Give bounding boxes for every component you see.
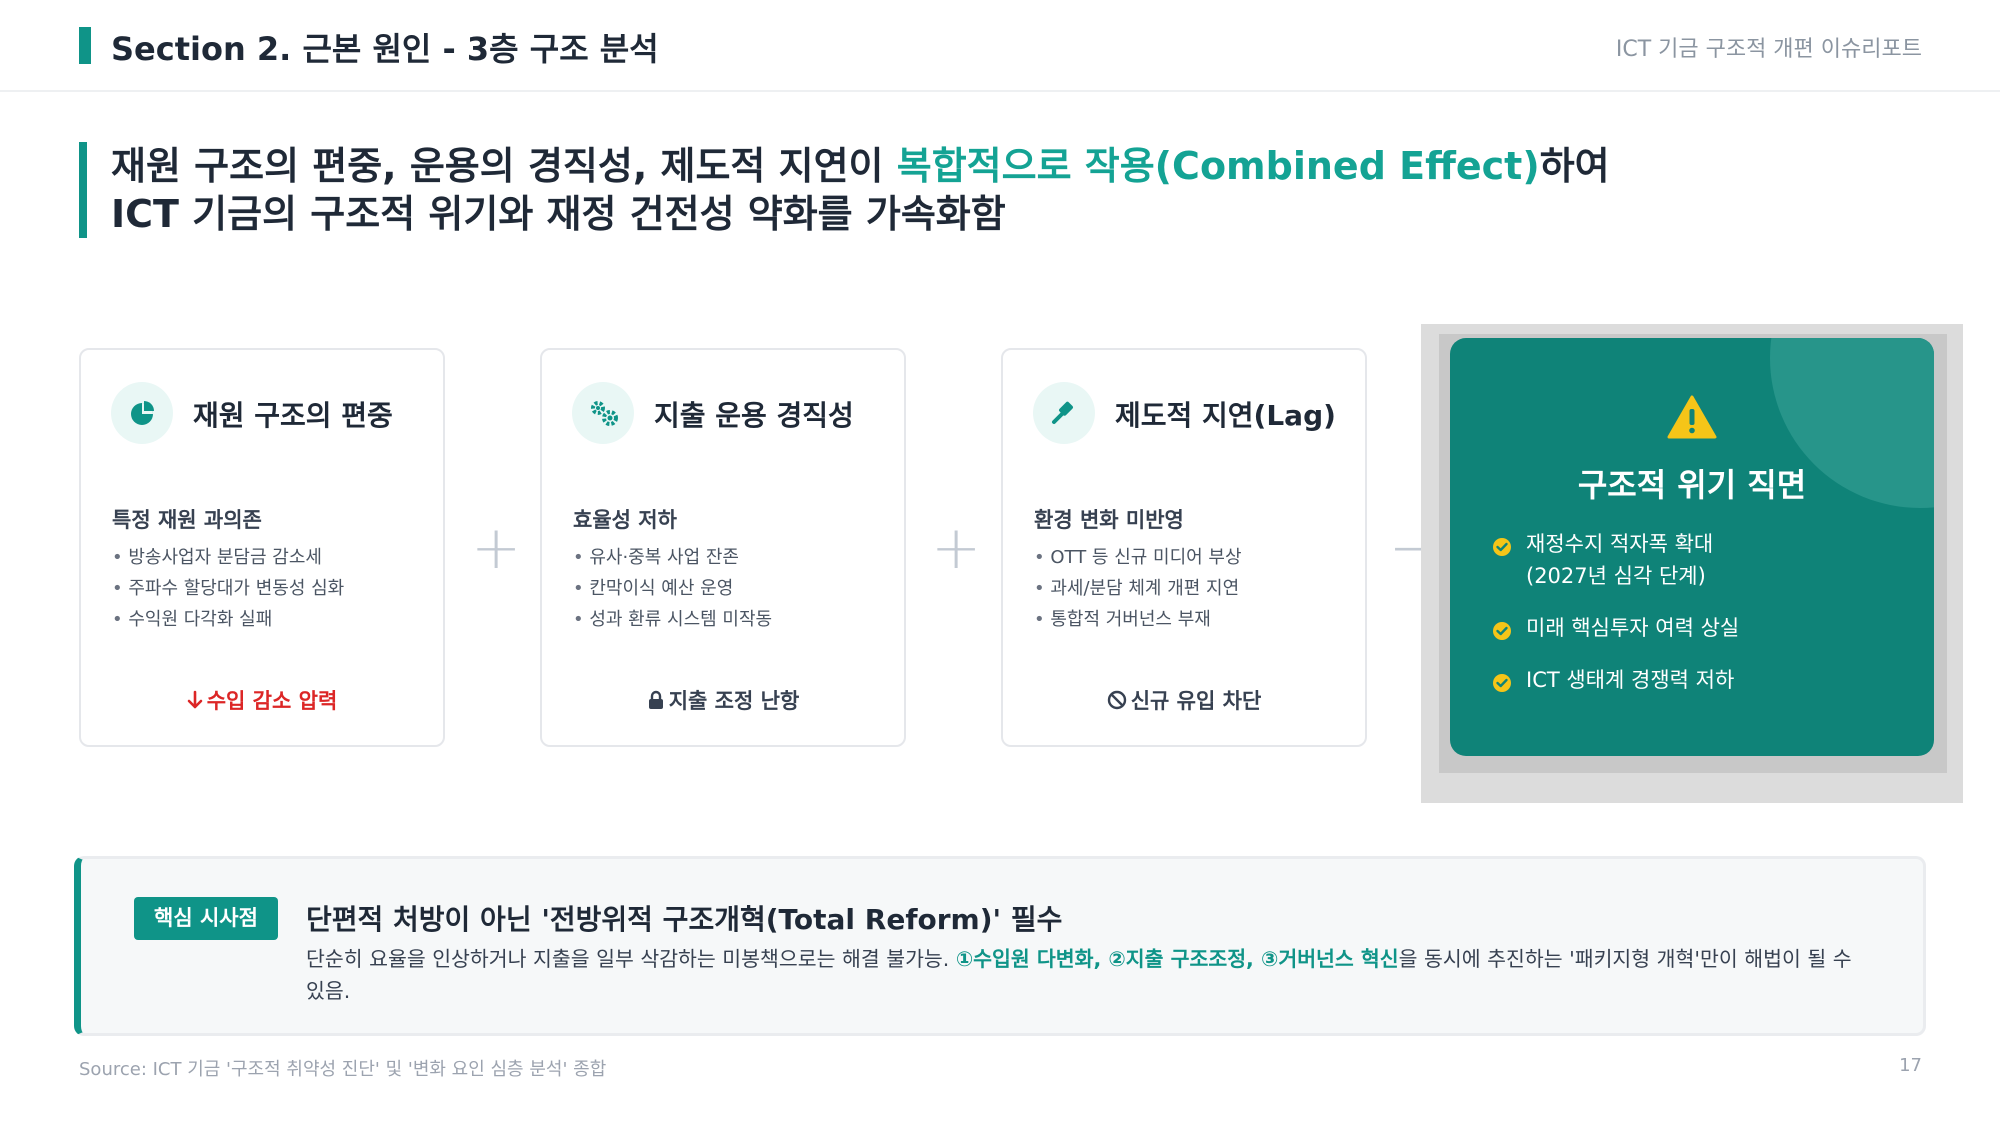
card-subtitle: 효율성 저하 — [573, 508, 677, 532]
crisis-item-line: ICT 생태계 경쟁력 저하 — [1526, 668, 1735, 692]
plus-operator: + — [931, 513, 982, 583]
lock-icon — [647, 690, 665, 715]
report-title: ICT 기금 구조적 개편 이슈리포트 — [1615, 37, 1922, 62]
insight-body-post: 을 동시에 추진하는 '패키지형 개혁'만이 해법이 될 수 있음. — [306, 947, 1852, 1003]
section-title: Section 2. 근본 원인 - 3층 구조 분석 — [111, 30, 659, 68]
card-subtitle: 환경 변화 미반영 — [1034, 508, 1184, 532]
arrow-down-icon — [187, 690, 203, 715]
crisis-list: 재정수지 적자폭 확대 (2027년 심각 단계) 미래 핵심투자 여력 상실 … — [1492, 528, 1739, 716]
card-result: 신규 유입 차단 — [1003, 685, 1365, 715]
source-note: Source: ICT 기금 '구조적 취약성 진단' 및 '변화 요인 심층 … — [79, 1059, 607, 1080]
list-item: 통합적 거버넌스 부재 — [1034, 604, 1242, 635]
crisis-item-line: (2027년 심각 단계) — [1526, 564, 1706, 588]
card-bullet-list: OTT 등 신규 미디어 부상 과세/분담 체계 개편 지연 통합적 거버넌스 … — [1034, 542, 1242, 635]
cause-card-spending: 지출 운용 경직성 효율성 저하 유사·중복 사업 잔존 칸막이식 예산 운영 … — [540, 348, 906, 747]
card-result: 지출 조정 난항 — [542, 685, 904, 715]
list-item: 성과 환류 시스템 미작동 — [573, 604, 772, 635]
headline-line-1: 재원 구조의 편중, 운용의 경직성, 제도적 지연이 복합적으로 작용(Com… — [111, 142, 1610, 190]
crisis-item-line: 재정수지 적자폭 확대 — [1526, 532, 1714, 556]
card-result-label: 수입 감소 압력 — [206, 689, 338, 713]
crisis-item-line: 미래 핵심투자 여력 상실 — [1526, 616, 1740, 640]
list-item: 재정수지 적자폭 확대 (2027년 심각 단계) — [1492, 528, 1739, 592]
list-item: 미래 핵심투자 여력 상실 — [1492, 612, 1739, 644]
list-item: 주파수 할당대가 변동성 심화 — [112, 573, 344, 604]
ban-icon — [1107, 690, 1127, 715]
list-item: ICT 생태계 경쟁력 저하 — [1492, 664, 1739, 696]
headline: 재원 구조의 편중, 운용의 경직성, 제도적 지연이 복합적으로 작용(Com… — [111, 142, 1610, 238]
crisis-card: 구조적 위기 직면 재정수지 적자폭 확대 (2027년 심각 단계) 미래 핵… — [1450, 338, 1934, 756]
pie-chart-icon — [111, 382, 173, 444]
headline-line1-post: 하여 — [1539, 144, 1610, 188]
card-subtitle: 특정 재원 과의존 — [112, 508, 262, 532]
list-item: 칸막이식 예산 운영 — [573, 573, 772, 604]
insight-title: 단편적 처방이 아닌 '전방위적 구조개혁(Total Reform)' 필수 — [306, 903, 1063, 936]
list-item: 과세/분담 체계 개편 지연 — [1034, 573, 1242, 604]
insight-body: 단순히 요율을 인상하거나 지출을 일부 삭감하는 미봉책으로는 해결 불가능.… — [306, 943, 1876, 1007]
page-number: 17 — [1899, 1055, 1922, 1076]
cause-card-institutional: 제도적 지연(Lag) 환경 변화 미반영 OTT 등 신규 미디어 부상 과세… — [1001, 348, 1367, 747]
gavel-icon — [1033, 382, 1095, 444]
crisis-title: 구조적 위기 직면 — [1577, 466, 1807, 504]
list-item: 방송사업자 분담금 감소세 — [112, 542, 344, 573]
warning-icon — [1667, 395, 1717, 443]
check-circle-icon — [1492, 618, 1512, 650]
key-insight-box: 핵심 시사점 단편적 처방이 아닌 '전방위적 구조개혁(Total Refor… — [74, 856, 1926, 1036]
header-accent-bar — [79, 27, 91, 64]
check-circle-icon — [1492, 534, 1512, 566]
card-bullet-list: 방송사업자 분담금 감소세 주파수 할당대가 변동성 심화 수익원 다각화 실패 — [112, 542, 344, 635]
card-title: 제도적 지연(Lag) — [1115, 399, 1336, 432]
card-result-label: 신규 유입 차단 — [1130, 689, 1262, 713]
card-bullet-list: 유사·중복 사업 잔존 칸막이식 예산 운영 성과 환류 시스템 미작동 — [573, 542, 772, 635]
check-circle-icon — [1492, 670, 1512, 702]
plus-operator: + — [471, 513, 522, 583]
cause-card-funding: 재원 구조의 편중 특정 재원 과의존 방송사업자 분담금 감소세 주파수 할당… — [79, 348, 445, 747]
headline-line1-pre: 재원 구조의 편중, 운용의 경직성, 제도적 지연이 — [111, 144, 897, 188]
card-title: 재원 구조의 편중 — [193, 399, 393, 432]
insight-body-pre: 단순히 요율을 인상하거나 지출을 일부 삭감하는 미봉책으로는 해결 불가능. — [306, 947, 956, 971]
gears-icon — [572, 382, 634, 444]
list-item: 수익원 다각화 실패 — [112, 604, 344, 635]
insight-body-highlight: ①수입원 다변화, ②지출 구조조정, ③거버넌스 혁신 — [955, 947, 1399, 971]
list-item: 유사·중복 사업 잔존 — [573, 542, 772, 573]
headline-line-2: ICT 기금의 구조적 위기와 재정 건전성 약화를 가속화함 — [111, 192, 1006, 236]
headline-accent-text: 복합적으로 작용(Combined Effect) — [896, 144, 1540, 188]
card-result: 수입 감소 압력 — [81, 685, 443, 715]
card-result-label: 지출 조정 난항 — [668, 689, 800, 713]
slide-header: Section 2. 근본 원인 - 3층 구조 분석 ICT 기금 구조적 개… — [0, 0, 2000, 92]
insight-badge: 핵심 시사점 — [134, 897, 278, 940]
card-title: 지출 운용 경직성 — [654, 399, 854, 432]
headline-accent-bar — [79, 142, 87, 238]
list-item: OTT 등 신규 미디어 부상 — [1034, 542, 1241, 573]
